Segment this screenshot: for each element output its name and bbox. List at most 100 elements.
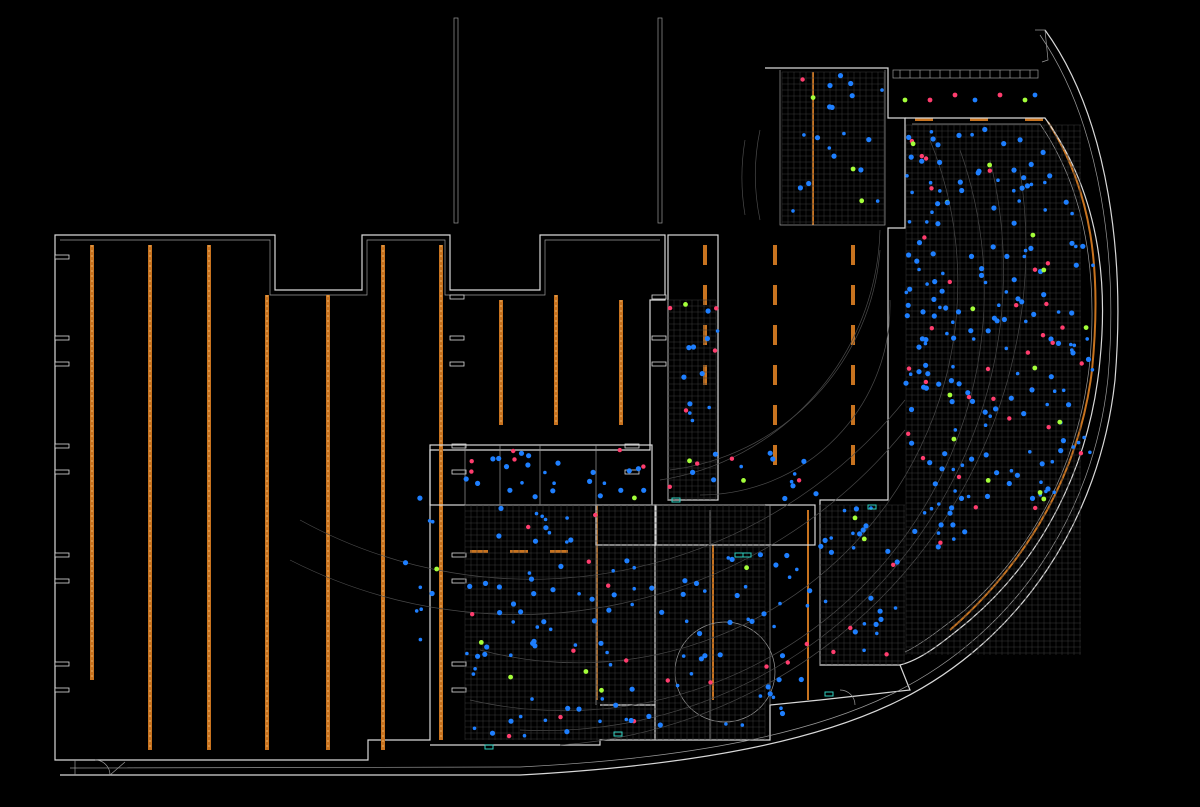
downlight-dot (641, 487, 647, 493)
downlight-dot (823, 599, 828, 604)
downlight-dot (602, 481, 607, 486)
dashed-fixture-segment (851, 365, 855, 385)
downlight-dot (860, 527, 866, 533)
downlight-dot (979, 266, 985, 272)
downlight-dot (1033, 505, 1038, 511)
downlight-dot (919, 158, 925, 164)
downlight-dot (577, 592, 581, 596)
downlight-dot (683, 302, 688, 307)
dashed-fixture-segment (773, 405, 777, 425)
downlight-dot (1001, 141, 1007, 147)
downlight-dot (618, 487, 624, 493)
downlight-dot (997, 92, 1003, 98)
downlight-dot (518, 714, 523, 719)
downlight-dot (1015, 371, 1020, 376)
downlight-dot (1029, 495, 1036, 501)
downlight-dot (850, 166, 856, 172)
fixture-run-3 (207, 245, 211, 750)
downlight-dot (925, 282, 929, 286)
downlight-dot (851, 531, 855, 536)
downlight-dot (611, 569, 615, 573)
downlight-dot (772, 624, 776, 629)
downlight-dot (1017, 199, 1021, 203)
downlight-dot (680, 591, 686, 597)
downlight-dot (1070, 348, 1074, 352)
downlight-dot (497, 610, 503, 616)
downlight-dot (764, 664, 769, 669)
downlight-dot (810, 95, 816, 100)
downlight-dot (791, 209, 795, 213)
downlight-dot (532, 643, 538, 649)
downlight-dot (598, 640, 604, 646)
downlight-dot (822, 537, 828, 544)
downlight-dot (925, 371, 931, 377)
downlight-dot (932, 481, 938, 487)
downlight-dot (938, 189, 942, 193)
downlight-dot (1090, 368, 1095, 372)
downlight-dot (907, 220, 912, 224)
downlight-dot (917, 267, 921, 272)
downlight-dot (1028, 161, 1034, 167)
downlight-dot (649, 585, 655, 591)
downlight-dot (687, 401, 693, 407)
downlight-dot (630, 602, 634, 607)
downlight-dot (681, 374, 687, 380)
downlight-dot (472, 726, 477, 731)
downlight-dot (770, 456, 776, 462)
downlight-dot (739, 464, 743, 469)
downlight-dot (1029, 387, 1035, 393)
downlight-dot (1069, 310, 1075, 316)
downlight-dot (983, 423, 988, 428)
downlight-dot (511, 620, 515, 624)
downlight-dot (971, 337, 976, 341)
downlight-dot (831, 153, 837, 159)
downlight-dot (591, 618, 598, 624)
downlight-dot (749, 618, 755, 625)
downlight-dot (1015, 296, 1021, 302)
downlight-dot (975, 170, 981, 176)
downlight-dot (465, 651, 469, 656)
downlight-dot (985, 366, 991, 372)
downlight-dot (1073, 262, 1079, 268)
downlight-dot (1085, 337, 1089, 341)
downlight-dot (877, 608, 883, 614)
downlight-dot (771, 695, 776, 700)
downlight-dot (852, 515, 858, 521)
downlight-dot (597, 493, 603, 499)
downlight-dot (503, 464, 510, 470)
downlight-dot (1017, 137, 1023, 143)
downlight-dot (779, 706, 783, 710)
downlight-dot (944, 200, 951, 206)
downlight-dot (469, 459, 474, 464)
downlight-dot (565, 705, 571, 711)
downlight-dot (698, 656, 705, 662)
exit-sign-markers (484, 497, 877, 750)
downlight-dot (534, 511, 539, 516)
downlight-dot (983, 280, 988, 285)
downlight-dot (699, 371, 705, 377)
downlight-dot (547, 530, 552, 535)
short-fixture-tick (970, 118, 988, 121)
downlight-dot (935, 544, 941, 550)
downlight-dot (818, 543, 824, 549)
short-fixture-tick (915, 118, 933, 121)
downlight-dot (624, 658, 629, 663)
downlight-dot (418, 585, 423, 590)
downlight-dot (590, 469, 596, 475)
fixture-run-5 (326, 295, 330, 750)
downlight-dot (657, 722, 663, 728)
downlight-dot (969, 398, 976, 404)
downlight-dot (506, 733, 512, 739)
fixture-run-1 (90, 245, 94, 680)
downlight-dot (814, 135, 821, 141)
downlight-dot (807, 588, 813, 594)
downlight-dot (526, 453, 532, 459)
downlight-dot (894, 559, 900, 565)
downlight-dot (471, 672, 476, 676)
downlight-dot (565, 540, 569, 544)
downlight-dot (1004, 346, 1009, 351)
downlight-dot (796, 478, 802, 483)
downlight-dot (969, 456, 975, 462)
downlight-dot (784, 552, 790, 559)
